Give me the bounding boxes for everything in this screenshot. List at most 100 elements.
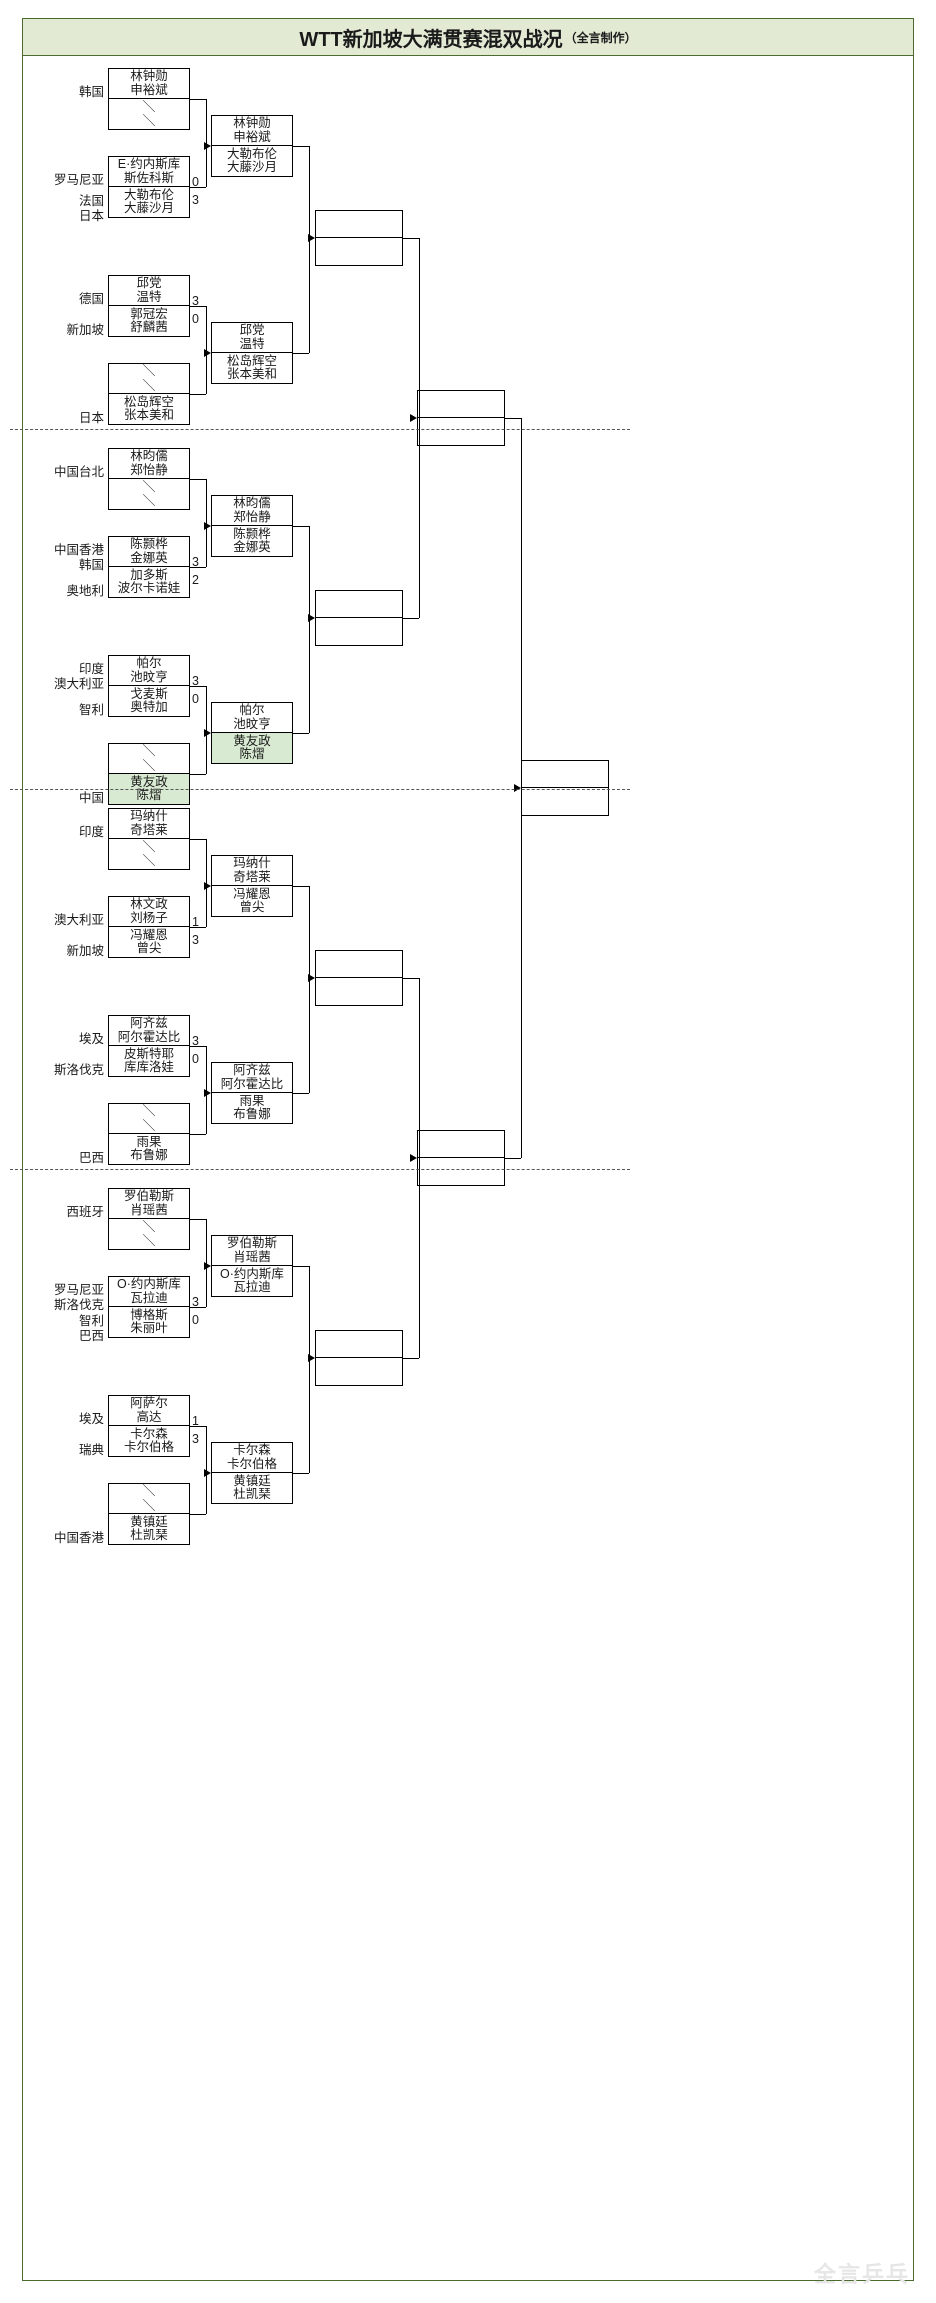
connector-h-section-1-0-b [190, 187, 206, 188]
match-box-m17-top: 阿齐兹阿尔霍达比 [109, 1016, 189, 1046]
match-box-m9-top: 陈颢桦金娜英 [109, 537, 189, 567]
match-box-m10-top: 帕尔池旼亨 [109, 656, 189, 686]
match-box-m10-bot-player-2: 奥特加 [130, 700, 168, 714]
match-box-m18-bot-player-2: 布鲁娜 [130, 1148, 168, 1162]
connector-v-section-2-r3 [309, 526, 310, 733]
connector-h-section-4-r3-b [293, 1473, 309, 1474]
match-box-m6-bot: 松岛辉空张本美和 [212, 353, 292, 383]
match-box-m5-top-player-1: 林钟勋 [233, 116, 271, 130]
match-box-m5: 林钟勋申裕斌大勒布伦大藤沙月 [211, 115, 293, 177]
connector-v-section-4-r3 [309, 1266, 310, 1473]
match-box-m8-bot: ＼＼ [109, 479, 189, 509]
score-m3-bottom: 0 [192, 312, 199, 326]
match-box-m24-bot: 卡尔森卡尔伯格 [109, 1426, 189, 1456]
match-box-m25-top-player-1: ＼ [142, 1483, 156, 1499]
match-box-m15-bot-player-2: ＼ [142, 853, 156, 868]
match-box-m17-bot-player-1: 皮斯特耶 [123, 1046, 174, 1061]
match-box-m2-bot-player-1: 大勒布伦 [123, 187, 174, 202]
match-box-m15: 玛纳什奇塔莱＼＼ [108, 808, 190, 870]
match-box-m27-bot-player-2: 杜凯琹 [233, 1487, 271, 1501]
match-box-m3-bot-player-1: 郭冠宏 [130, 306, 168, 321]
match-box-m17: 阿齐兹阿尔霍达比皮斯特耶库库洛娃 [108, 1015, 190, 1077]
match-box-m15-top-player-2: 奇塔莱 [130, 822, 168, 837]
connector-v-sf-0 [419, 238, 420, 618]
match-box-m20-top-player-1: 阿齐兹 [233, 1063, 271, 1077]
connector-h-sf-0-a [403, 238, 419, 239]
match-box-m19-top-player-2: 奇塔莱 [233, 869, 271, 884]
country-m9-top-2: 韩国 [78, 558, 104, 572]
match-box-m12: 林昀儒郑怡静陈颢桦金娜英 [211, 495, 293, 557]
match-box-m12-top-player-2: 郑怡静 [233, 509, 271, 524]
match-box-m20-bot: 雨果布鲁娜 [212, 1093, 292, 1123]
match-box-m28 [315, 1330, 403, 1386]
match-box-m10-bot: 戈麦斯奥特加 [109, 686, 189, 716]
country-m16-bottom: 新加坡 [66, 944, 104, 958]
score-m3-top: 3 [192, 294, 199, 308]
country-m2-bottom-1: 法国 [78, 194, 104, 208]
match-box-m19-top: 玛纳什奇塔莱 [212, 856, 292, 886]
match-box-m19-bot-player-2: 曾尖 [239, 900, 265, 914]
match-box-m9-bot-player-2: 波尔卡诺娃 [117, 581, 181, 595]
match-box-m1-top-player-1: 林钟勋 [130, 69, 168, 83]
connector-v-section-3-r3 [309, 886, 310, 1093]
match-box-m26-top: 罗伯勒斯肖瑶茜 [212, 1236, 292, 1266]
match-box-m13-top: 帕尔池旼亨 [212, 703, 292, 733]
connector-h-section-2-0-a [190, 479, 206, 480]
score-m10-top: 3 [192, 674, 199, 688]
match-box-m1-bot-player-1: ＼ [142, 98, 156, 114]
match-box-m3: 邱党温特郭冠宏舒麟茜 [108, 275, 190, 337]
match-box-m18-bot: 雨果布鲁娜 [109, 1134, 189, 1164]
match-box-m4-bot-player-1: 松岛辉空 [123, 394, 174, 409]
score-m10-bottom: 0 [192, 692, 199, 706]
country-m23-top-1: 罗马尼亚 [53, 1283, 104, 1297]
connector-arrow [514, 784, 521, 792]
connector-arrow [308, 974, 315, 982]
match-box-m28-top [316, 1331, 402, 1358]
match-box-m3-bot-player-2: 舒麟茜 [130, 320, 168, 334]
match-box-m9-bot: 加多斯波尔卡诺娃 [109, 567, 189, 597]
match-box-m5-bot: 大勒布伦大藤沙月 [212, 146, 292, 176]
country-m22-top: 西班牙 [66, 1205, 104, 1219]
match-box-sf1-bot [418, 418, 504, 445]
country-m24-top: 埃及 [78, 1412, 104, 1426]
match-box-m13: 帕尔池旼亨黄友政陈熠 [211, 702, 293, 764]
connector-h-section-4-1-a [190, 1426, 206, 1427]
connector-h-section-2-1-b [190, 774, 206, 775]
match-box-m5-top-player-2: 申裕斌 [233, 129, 271, 144]
connector-h-section-3-0-b [190, 927, 206, 928]
match-box-m25-bot: 黄镇廷杜凯琹 [109, 1514, 189, 1544]
connector-v-sf-1 [419, 978, 420, 1358]
match-box-m24: 阿萨尔高达卡尔森卡尔伯格 [108, 1395, 190, 1457]
connector-h-sf-0-b [403, 618, 419, 619]
match-box-m24-top-player-1: 阿萨尔 [130, 1396, 168, 1410]
connector-arrow [204, 349, 211, 357]
score-m24-bottom: 3 [192, 1432, 199, 1446]
match-box-m27-top: 卡尔森卡尔伯格 [212, 1443, 292, 1473]
match-box-m4-bot-player-2: 张本美和 [123, 408, 174, 422]
connector-h-section-4-0-a [190, 1219, 206, 1220]
match-box-m4-bot: 松岛辉空张本美和 [109, 394, 189, 424]
match-box-m19-bot-player-1: 冯耀恩 [233, 886, 271, 901]
match-box-sf2-top [418, 1131, 504, 1158]
match-box-m2-top: E·约内斯库斯佐科斯 [109, 157, 189, 187]
connector-arrow [308, 614, 315, 622]
country-m11-bottom: 中国 [78, 791, 104, 805]
match-box-final-top [522, 761, 608, 788]
match-box-m18-top-player-2: ＼ [142, 1117, 156, 1133]
match-box-m23-top-player-1: O·约内斯库 [117, 1277, 181, 1291]
country-m23-top-2: 斯洛伐克 [53, 1298, 104, 1312]
match-box-m2-top-player-2: 斯佐科斯 [123, 170, 174, 185]
match-box-m23-top-player-2: 瓦拉迪 [130, 1290, 168, 1305]
country-m9-bottom: 奥地利 [66, 584, 104, 598]
match-box-sf1 [417, 390, 505, 446]
connector-h-final-b [505, 1158, 521, 1159]
country-m23-bottom-1: 智利 [78, 1314, 104, 1328]
match-box-m15-bot-player-1: ＼ [142, 838, 156, 854]
match-box-m5-top: 林钟勋申裕斌 [212, 116, 292, 146]
score-m16-bottom: 3 [192, 933, 199, 947]
connector-v-section-1-r3 [309, 146, 310, 353]
score-m23-bottom: 0 [192, 1313, 199, 1327]
match-box-m6-top-player-1: 邱党 [239, 323, 265, 337]
match-box-m20-top: 阿齐兹阿尔霍达比 [212, 1063, 292, 1093]
match-box-m23-bot-player-2: 朱丽叶 [130, 1321, 168, 1335]
